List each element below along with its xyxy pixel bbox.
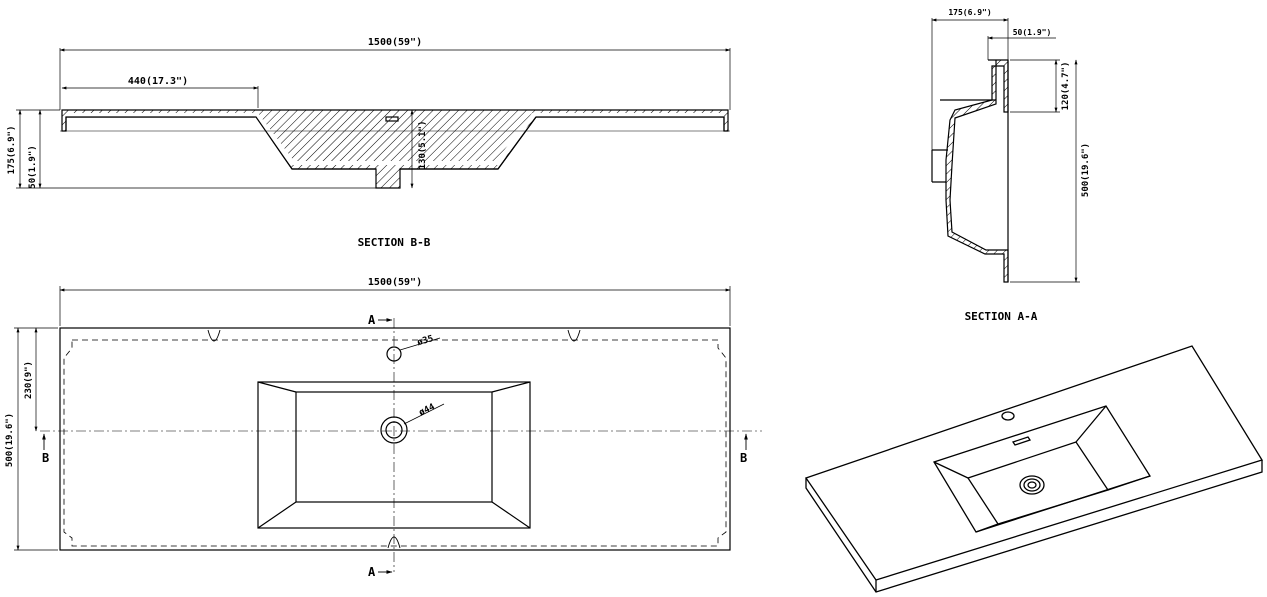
section-marker-b-right: B [740,451,747,465]
section-bb-view [16,48,731,189]
iso-basin-inner [966,441,1110,525]
faucet-hole-label: ø35 [416,334,434,348]
section-bb-overall-width: 1500(59") [368,37,422,48]
drain-hole-label: ø44 [418,402,438,418]
section-aa-rim-height: 50(1.9") [1013,28,1052,37]
iso-basin-outer [933,405,1151,533]
section-aa-title: SECTION A-A [965,310,1038,323]
plan-overall-width: 1500(59") [368,277,422,288]
overflow-slot [385,116,399,122]
section-bb-title: SECTION B-B [358,236,431,249]
section-bb-rim-height: 50(1.9") [28,145,38,188]
isometric-view [804,345,1263,593]
section-marker-a-top: A [368,313,376,327]
iso-top-surface [804,345,1263,581]
section-aa-total-height: 175(6.9") [948,8,991,17]
section-aa-view [931,18,1080,283]
dashed-inner-edge [63,339,727,547]
countertop-outline [59,327,731,551]
section-aa-profile [945,59,1009,283]
section-bb-total-height: 175(6.9") [7,126,17,175]
section-marker-a-bottom: A [368,565,376,579]
section-bb-profile [61,109,729,189]
iso-drain [1019,475,1045,495]
plan-overall-depth: 500(19.6") [5,413,15,467]
iso-overflow-slot [1011,436,1032,446]
section-bb-bowl-depth: 130(5.1") [418,121,428,170]
section-aa-overall-depth: 500(19.6") [1081,143,1091,197]
section-marker-b-left: B [42,451,49,465]
plan-center-offset: 230(9") [24,361,34,399]
plan-view [14,286,762,574]
section-aa-front-depth: 120(4.7") [1061,62,1071,111]
iso-faucet-hole [1001,411,1015,421]
section-bb-ledge-width: 440(17.3") [128,76,188,87]
